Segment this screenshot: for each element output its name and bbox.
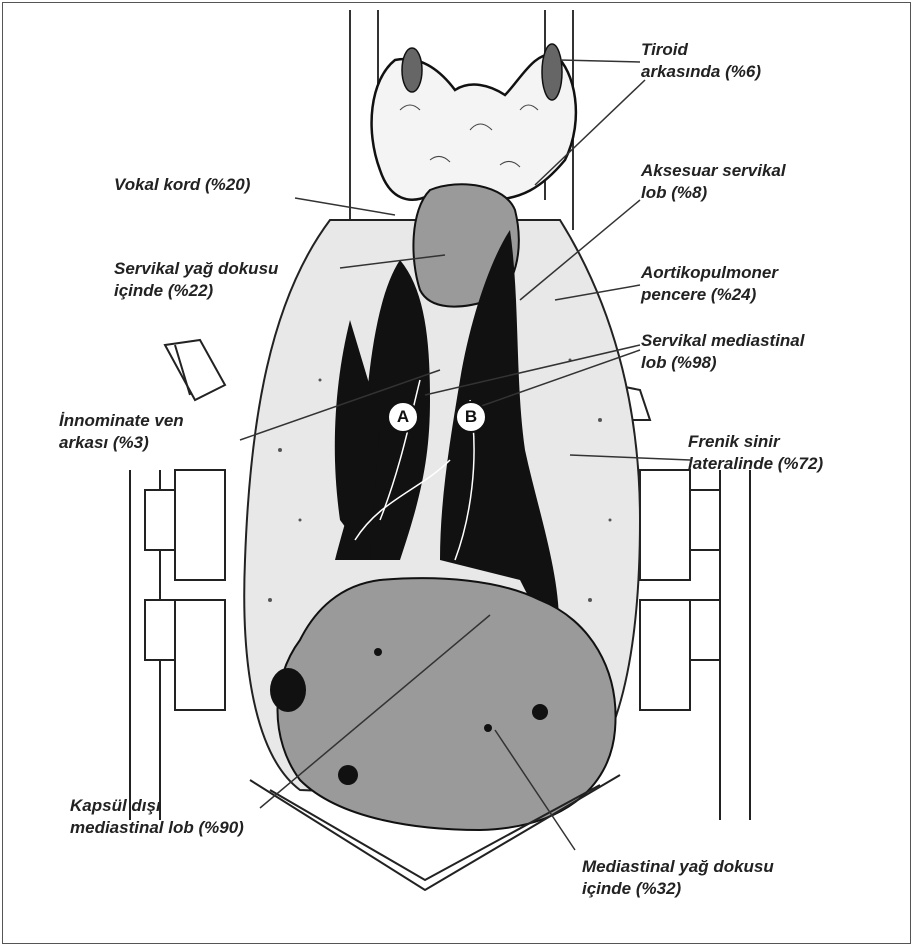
label-frenik: Frenik sinir lateralinde (%72) — [688, 431, 823, 475]
label-frenik-line1: Frenik sinir — [688, 431, 823, 453]
label-servikal-mediastinal: Servikal mediastinal lob (%98) — [641, 330, 804, 374]
label-aksesuar: Aksesuar servikal lob (%8) — [641, 160, 786, 204]
label-aortikopulmoner-line2: pencere (%24) — [641, 284, 778, 306]
label-servikal-yag: Servikal yağ dokusu içinde (%22) — [114, 258, 278, 302]
label-innominate-line1: İnnominate ven — [59, 410, 184, 432]
label-vokal: Vokal kord (%20) — [114, 174, 250, 196]
label-innominate: İnnominate ven arkası (%3) — [59, 410, 184, 454]
label-aortikopulmoner: Aortikopulmoner pencere (%24) — [641, 262, 778, 306]
label-tiroid-line1: Tiroid — [641, 39, 761, 61]
label-frenik-line2: lateralinde (%72) — [688, 453, 823, 475]
label-kapsul-line2: mediastinal lob (%90) — [70, 817, 244, 839]
badge-b: B — [455, 401, 487, 433]
label-innominate-line2: arkası (%3) — [59, 432, 184, 454]
label-servikal-mediastinal-line1: Servikal mediastinal — [641, 330, 804, 352]
lower-mediastinal-lobe — [278, 578, 616, 830]
label-aksesuar-line1: Aksesuar servikal — [641, 160, 786, 182]
label-servikal-yag-line2: içinde (%22) — [114, 280, 278, 302]
label-vokal-line1: Vokal kord (%20) — [114, 174, 250, 196]
label-kapsul: Kapsül dışı mediastinal lob (%90) — [70, 795, 244, 839]
label-mediastinal-yag: Mediastinal yağ dokusu içinde (%32) — [582, 856, 774, 900]
label-mediastinal-yag-line2: içinde (%32) — [582, 878, 774, 900]
label-servikal-yag-line1: Servikal yağ dokusu — [114, 258, 278, 280]
label-aortikopulmoner-line1: Aortikopulmoner — [641, 262, 778, 284]
label-kapsul-line1: Kapsül dışı — [70, 795, 244, 817]
badge-a: A — [387, 401, 419, 433]
label-servikal-mediastinal-line2: lob (%98) — [641, 352, 804, 374]
label-tiroid: Tiroid arkasında (%6) — [641, 39, 761, 83]
label-tiroid-line2: arkasında (%6) — [641, 61, 761, 83]
label-mediastinal-yag-line1: Mediastinal yağ dokusu — [582, 856, 774, 878]
label-aksesuar-line2: lob (%8) — [641, 182, 786, 204]
